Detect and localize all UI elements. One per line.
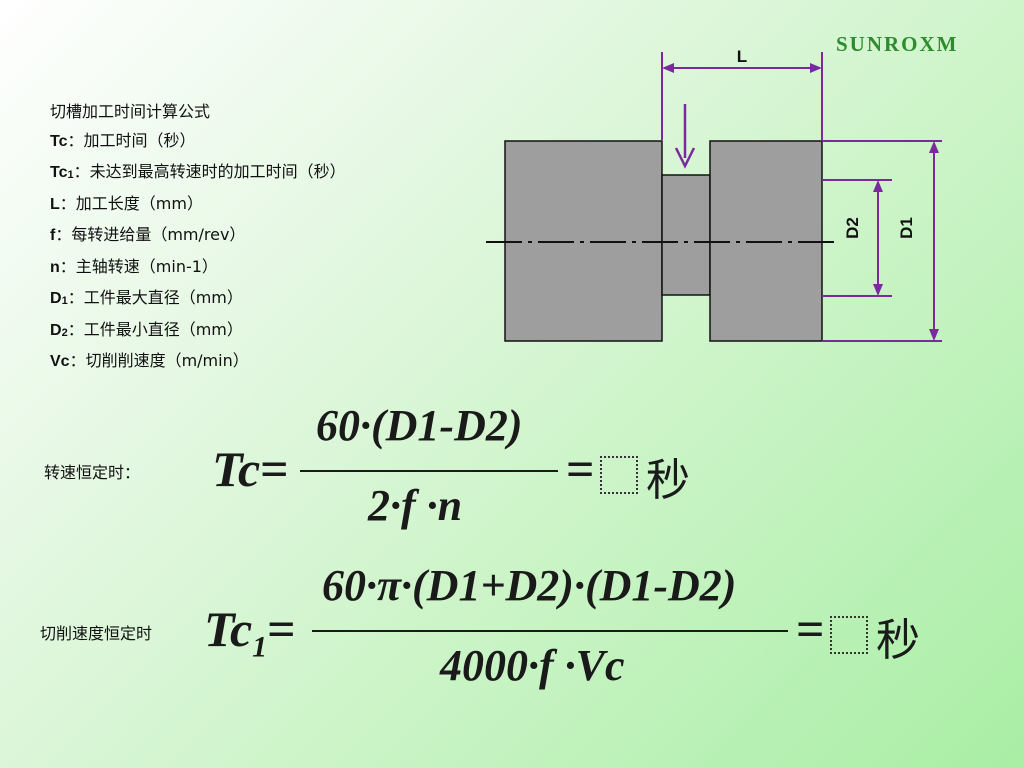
d2-arrow-bottom bbox=[873, 284, 883, 296]
formula2-fraction-bar bbox=[312, 630, 788, 632]
def-text: ：工件最大直径（mm） bbox=[67, 288, 243, 307]
grooving-diagram: L D2 D1 bbox=[486, 47, 942, 342]
formula1-label: 转速恒定时： bbox=[44, 463, 141, 482]
formula2-lhs-subscript: 1 bbox=[252, 630, 268, 664]
label-d1: D1 bbox=[897, 217, 916, 239]
formula1-fraction-bar bbox=[300, 470, 558, 472]
def-text: ：加工时间（秒） bbox=[67, 130, 196, 150]
definition-row: D1：工件最大直径（mm） bbox=[50, 284, 346, 316]
formula2-label: 切削速度恒定时 bbox=[40, 624, 153, 643]
def-symbol: n bbox=[50, 258, 60, 276]
d1-arrow-bottom bbox=[929, 329, 939, 341]
d1-arrow-top bbox=[929, 141, 939, 153]
formula1-denominator: 2·f ·n bbox=[368, 481, 463, 530]
formula2-denominator: 4000·f ·Vc bbox=[440, 641, 625, 690]
l-arrow-right bbox=[810, 63, 822, 73]
formula2-lhs-equals: = bbox=[267, 601, 296, 657]
formula2-numerator: 60·π·(D1+D2)·(D1-D2) bbox=[322, 561, 737, 610]
definitions-title: 切槽加工时间计算公式 bbox=[50, 102, 211, 121]
definition-row: Tc1：未达到最高转速时的加工时间（秒） bbox=[50, 158, 346, 190]
definitions-list: 切槽加工时间计算公式 Tc：加工时间（秒） Tc1：未达到最高转速时的加工时间（… bbox=[50, 98, 346, 379]
formula1-lhs-symbol: Tc bbox=[212, 441, 261, 497]
l-arrow-left bbox=[662, 63, 674, 73]
formula2-answer-box bbox=[830, 616, 868, 654]
formula1-numerator: 60·(D1-D2) bbox=[316, 401, 523, 450]
formula1-equals: = bbox=[566, 441, 595, 497]
feed-arrow-head bbox=[674, 147, 696, 169]
brand-logo: SUNROXM bbox=[836, 32, 959, 56]
def-text: ：工件最小直径（mm） bbox=[67, 319, 243, 339]
definition-row: n：主轴转速（min-1） bbox=[50, 253, 346, 285]
d2-arrow-top bbox=[873, 180, 883, 192]
formula2-equals: = bbox=[796, 601, 825, 657]
definition-row: L：加工长度（mm） bbox=[50, 190, 346, 222]
def-text: ：未达到最高转速时的加工时间（秒） bbox=[73, 162, 346, 181]
definition-row: Tc：加工时间（秒） bbox=[50, 127, 346, 159]
def-symbol: D bbox=[50, 290, 62, 307]
def-symbol: D bbox=[50, 321, 62, 339]
def-symbol: L bbox=[50, 195, 60, 213]
def-symbol: Tc bbox=[50, 164, 68, 181]
def-symbol: f bbox=[50, 227, 56, 244]
formula1-lhs: Tc= bbox=[212, 440, 289, 505]
label-d2: D2 bbox=[843, 217, 862, 239]
def-text: ：每转进给量（mm/rev） bbox=[55, 225, 246, 244]
definition-row: f：每转进给量（mm/rev） bbox=[50, 221, 346, 253]
formula1-answer-box bbox=[600, 456, 638, 494]
def-symbol: Vc bbox=[50, 353, 70, 370]
formula1-lhs-equals: = bbox=[260, 441, 289, 497]
label-l: L bbox=[737, 47, 747, 66]
formula2-lhs: Tc1= bbox=[204, 600, 296, 665]
formula2-unit: 秒 bbox=[876, 615, 920, 666]
def-subscript: 1 bbox=[61, 295, 68, 307]
def-subscript: 2 bbox=[61, 326, 68, 339]
def-text: ：主轴转速（min-1） bbox=[59, 256, 218, 276]
def-text: ：加工长度（mm） bbox=[59, 193, 203, 213]
formula1-unit: 秒 bbox=[646, 455, 690, 506]
definition-row: Vc：切削削速度（m/min） bbox=[50, 347, 346, 379]
formula2-lhs-symbol: Tc bbox=[204, 601, 253, 657]
def-text: ：切削削速度（m/min） bbox=[69, 351, 249, 370]
def-symbol: Tc bbox=[50, 132, 68, 150]
definition-row: D2：工件最小直径（mm） bbox=[50, 316, 346, 348]
workpiece-groove bbox=[661, 174, 711, 296]
def-subscript: 1 bbox=[67, 169, 74, 181]
